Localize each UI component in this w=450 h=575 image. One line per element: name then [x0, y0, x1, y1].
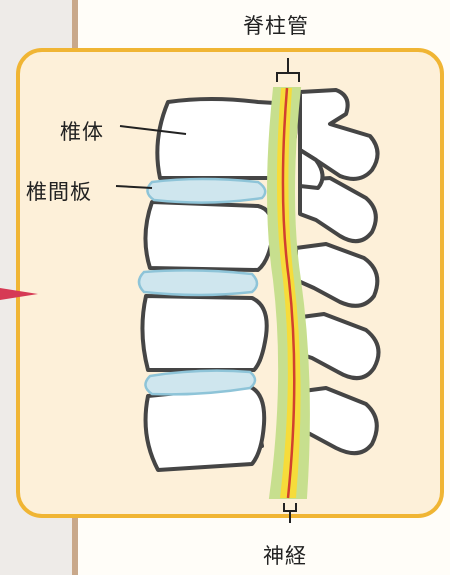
leader-line-disc [116, 186, 152, 188]
label-vertebral-body: 椎体 [60, 116, 104, 146]
label-nerve: 神経 [263, 540, 307, 570]
label-spinal-canal: 脊柱管 [243, 10, 309, 40]
canal-bracket [277, 58, 299, 82]
nerve-bracket [284, 503, 296, 523]
vertebral-body-2 [145, 202, 272, 270]
label-intervertebral-disc: 椎間板 [26, 176, 92, 206]
vertebral-body-3 [142, 296, 266, 370]
vertebral-body-4 [146, 386, 265, 470]
disc-2 [139, 270, 257, 295]
disc-3 [145, 371, 255, 395]
disc-1 [147, 179, 265, 203]
spinous-process-3 [296, 244, 377, 306]
